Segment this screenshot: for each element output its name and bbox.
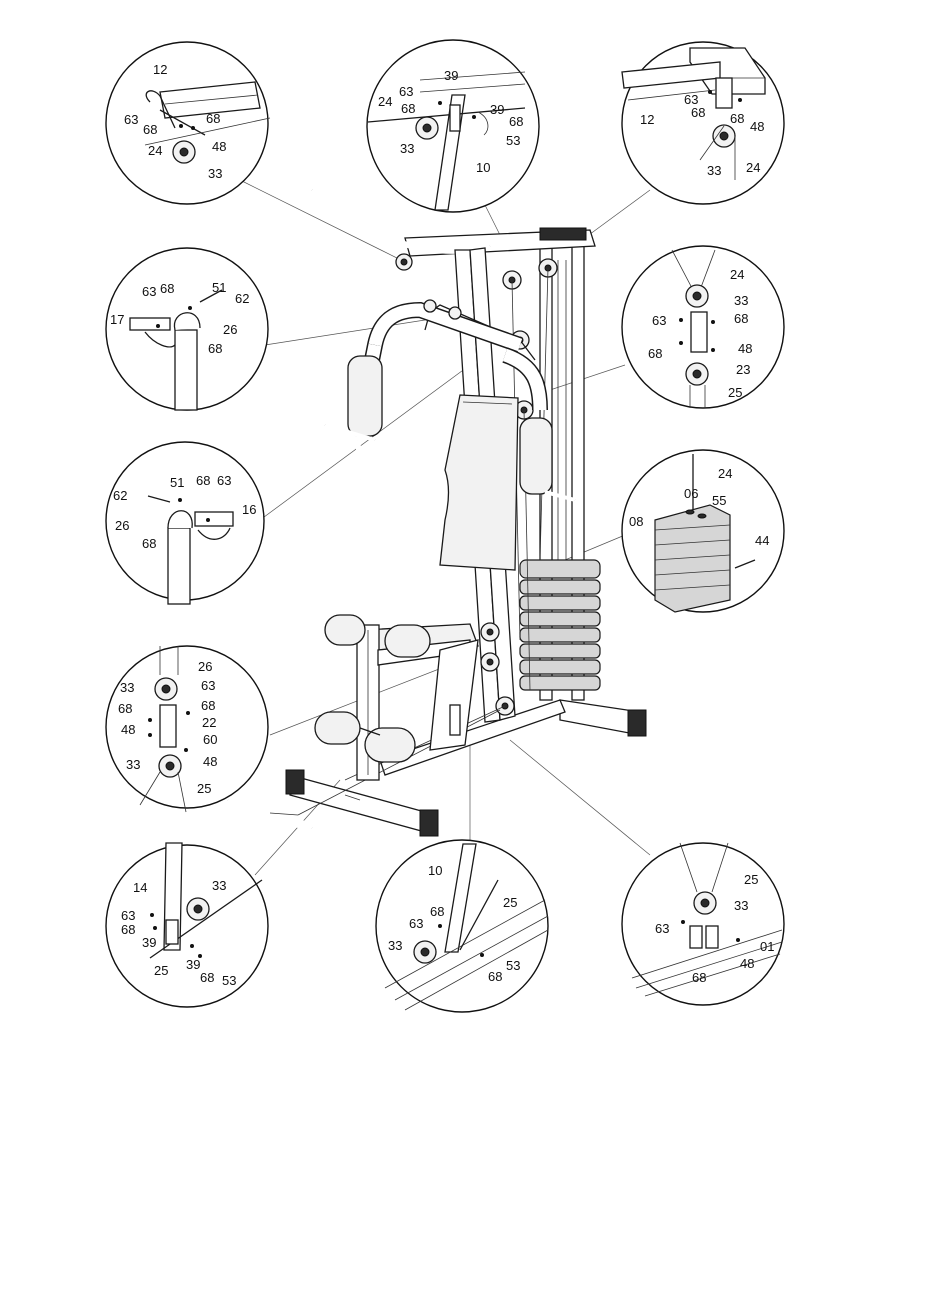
callout-label: 10 (428, 863, 442, 878)
detail-circle-2: 39 63 24 68 39 68 53 33 10 (367, 40, 539, 212)
callout-label: 55 (712, 493, 726, 508)
callout-label: 44 (755, 533, 769, 548)
callout-label: 24 (378, 94, 392, 109)
callout-label: 33 (212, 878, 226, 893)
callout-label: 12 (640, 112, 654, 127)
callout-label: 33 (126, 757, 140, 772)
callout-label: 33 (120, 680, 134, 695)
callout-label: 48 (121, 722, 135, 737)
callout-label: 68 (142, 536, 156, 551)
callout-label: 51 (212, 280, 226, 295)
callout-label: 68 (208, 341, 222, 356)
callout-label: 48 (750, 119, 764, 134)
callout-label: 68 (692, 970, 706, 985)
callout-label: 17 (110, 312, 124, 327)
detail-circle-7: 24 06 55 08 44 (622, 450, 784, 612)
callout-label: 63 (652, 313, 666, 328)
callout-label: 51 (170, 475, 184, 490)
callout-label: 53 (506, 133, 520, 148)
callout-label: 63 (201, 678, 215, 693)
callout-label: 24 (148, 143, 162, 158)
detail-circle-4: 63 68 51 62 17 26 68 (106, 248, 268, 410)
callout-label: 68 (648, 346, 662, 361)
callout-label: 33 (734, 898, 748, 913)
callout-label: 23 (736, 362, 750, 377)
detail-circle-3: 63 68 68 48 12 33 24 (622, 42, 784, 204)
callout-label: 24 (730, 267, 744, 282)
callout-label: 33 (388, 938, 402, 953)
detail-circle-9: 14 33 63 68 39 25 39 68 53 (106, 843, 268, 1007)
detail-circle-1: 12 63 68 68 24 48 33 (106, 42, 270, 204)
callout-label: 68 (691, 105, 705, 120)
detail-circle-6: 62 51 68 63 16 26 68 (106, 442, 264, 604)
callout-label: 63 (399, 84, 413, 99)
callout-label: 26 (115, 518, 129, 533)
callout-label: 10 (476, 160, 490, 175)
callout-label: 53 (506, 958, 520, 973)
callout-label: 39 (490, 102, 504, 117)
callout-label: 06 (684, 486, 698, 501)
callout-label: 68 (121, 922, 135, 937)
callout-label: 53 (222, 973, 236, 988)
callout-label: 39 (186, 957, 200, 972)
callout-label: 48 (203, 754, 217, 769)
callout-label: 16 (242, 502, 256, 517)
detail-circle-8: 26 33 63 68 68 22 48 60 48 33 25 (106, 646, 268, 812)
callout-label: 26 (223, 322, 237, 337)
callout-label: 25 (728, 385, 742, 400)
callout-label: 33 (734, 293, 748, 308)
callout-label: 48 (212, 139, 226, 154)
callout-label: 22 (202, 715, 216, 730)
callout-label: 63 (409, 916, 423, 931)
callout-label: 68 (143, 122, 157, 137)
callout-label: 68 (206, 111, 220, 126)
callout-label: 33 (400, 141, 414, 156)
callout-label: 25 (197, 781, 211, 796)
callout-label: 26 (198, 659, 212, 674)
callout-label: 68 (196, 473, 210, 488)
callout-label: 33 (707, 163, 721, 178)
callout-label: 63 (124, 112, 138, 127)
callout-label: 68 (730, 111, 744, 126)
callout-label: 62 (235, 291, 249, 306)
callout-label: 24 (718, 466, 732, 481)
callout-label: 68 (509, 114, 523, 129)
callout-label: 63 (217, 473, 231, 488)
callout-label: 68 (488, 969, 502, 984)
callout-label: 25 (744, 872, 758, 887)
callout-label: 24 (746, 160, 760, 175)
weight-stack (520, 560, 600, 690)
callout-label: 25 (503, 895, 517, 910)
callout-label: 39 (444, 68, 458, 83)
callout-label: 68 (430, 904, 444, 919)
callout-label: 39 (142, 935, 156, 950)
callout-label: 01 (760, 939, 774, 954)
callout-label: 63 (121, 908, 135, 923)
callout-label: 63 (655, 921, 669, 936)
callout-label: 68 (401, 101, 415, 116)
callout-label: 48 (738, 341, 752, 356)
callout-label: 63 (142, 284, 156, 299)
multi-gym-machine (228, 190, 646, 836)
callout-label: 33 (208, 166, 222, 181)
detail-circle-5: 24 33 63 68 68 48 23 25 (622, 246, 784, 408)
callout-label: 25 (154, 963, 168, 978)
callout-label: 68 (160, 281, 174, 296)
callout-label: 12 (153, 62, 167, 77)
callout-label: 68 (201, 698, 215, 713)
callout-label: 68 (200, 970, 214, 985)
callout-label: 08 (629, 514, 643, 529)
callout-label: 68 (734, 311, 748, 326)
callout-label: 14 (133, 880, 147, 895)
callout-label: 62 (113, 488, 127, 503)
callout-label: 68 (118, 701, 132, 716)
callout-label: 48 (740, 956, 754, 971)
detail-circle-11: 25 33 63 01 48 68 (622, 843, 784, 1005)
callout-label: 60 (203, 732, 217, 747)
detail-circle-10: 10 25 63 68 33 53 68 (376, 840, 548, 1012)
